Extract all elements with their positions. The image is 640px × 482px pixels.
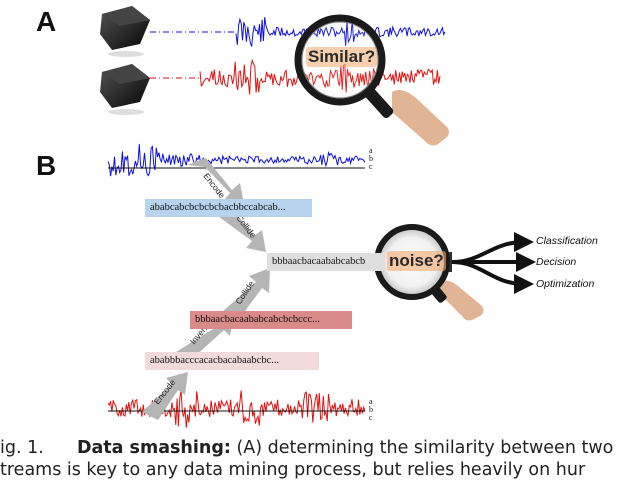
arrow-encode-bottom	[142, 372, 188, 420]
figure-caption: ig. 1. Data smashing: (A) determining th…	[0, 437, 640, 481]
alphabet-top-c: c	[369, 162, 373, 171]
output-arrows	[451, 232, 536, 294]
caption-prefix: ig. 1.	[0, 438, 44, 458]
output-optimization: Optimization	[536, 278, 595, 290]
cube-icon-top	[100, 6, 150, 57]
caption-line-2: treams is key to any data mining process…	[0, 460, 586, 480]
magnifier-b-text: noise?	[387, 251, 446, 271]
magnifier-a-text: Similar?	[306, 47, 378, 67]
arrow-encode-top	[187, 158, 244, 204]
alphabet-top: a b c	[369, 147, 373, 171]
alphabet-bottom-a: a	[369, 397, 373, 406]
caption-bold: Data smashing:	[76, 438, 231, 458]
caption-rest: (A) determining the similarity between t…	[230, 438, 614, 458]
panel-label-b: B	[36, 150, 57, 181]
alphabet-top-a: a	[369, 146, 373, 155]
symbol-string-pink: ababbbacccacacbacabaabcbc...	[145, 352, 319, 370]
symbol-string-result: bbbaacbacaababcabcb	[267, 253, 385, 271]
sigB1-trace	[107, 143, 366, 177]
symbol-string-red-inverted: bbbaacbacaababcabcbcbccc...	[190, 311, 352, 329]
panel-label-a: A	[36, 6, 57, 37]
alphabet-bottom-c: c	[369, 413, 373, 422]
cube-icon-bottom	[100, 64, 150, 115]
output-classification: Classification	[536, 235, 598, 247]
symbol-string-blue: ababcabcbcbcbcbacbbccabcab...	[145, 199, 312, 217]
alphabet-bottom: a b c	[369, 398, 373, 422]
magnifier-icon-b	[374, 224, 484, 321]
output-decision: Decision	[536, 256, 577, 268]
signal-blue-b	[107, 143, 366, 177]
alphabet-top-b: b	[369, 154, 373, 163]
magnifier-icon-a	[294, 14, 449, 146]
caption-line-1: ig. 1. Data smashing: (A) determining th…	[0, 437, 640, 459]
alphabet-bottom-b: b	[369, 405, 373, 414]
arrow-collide-bottom	[222, 268, 270, 318]
arrow-collide-top	[215, 208, 266, 252]
